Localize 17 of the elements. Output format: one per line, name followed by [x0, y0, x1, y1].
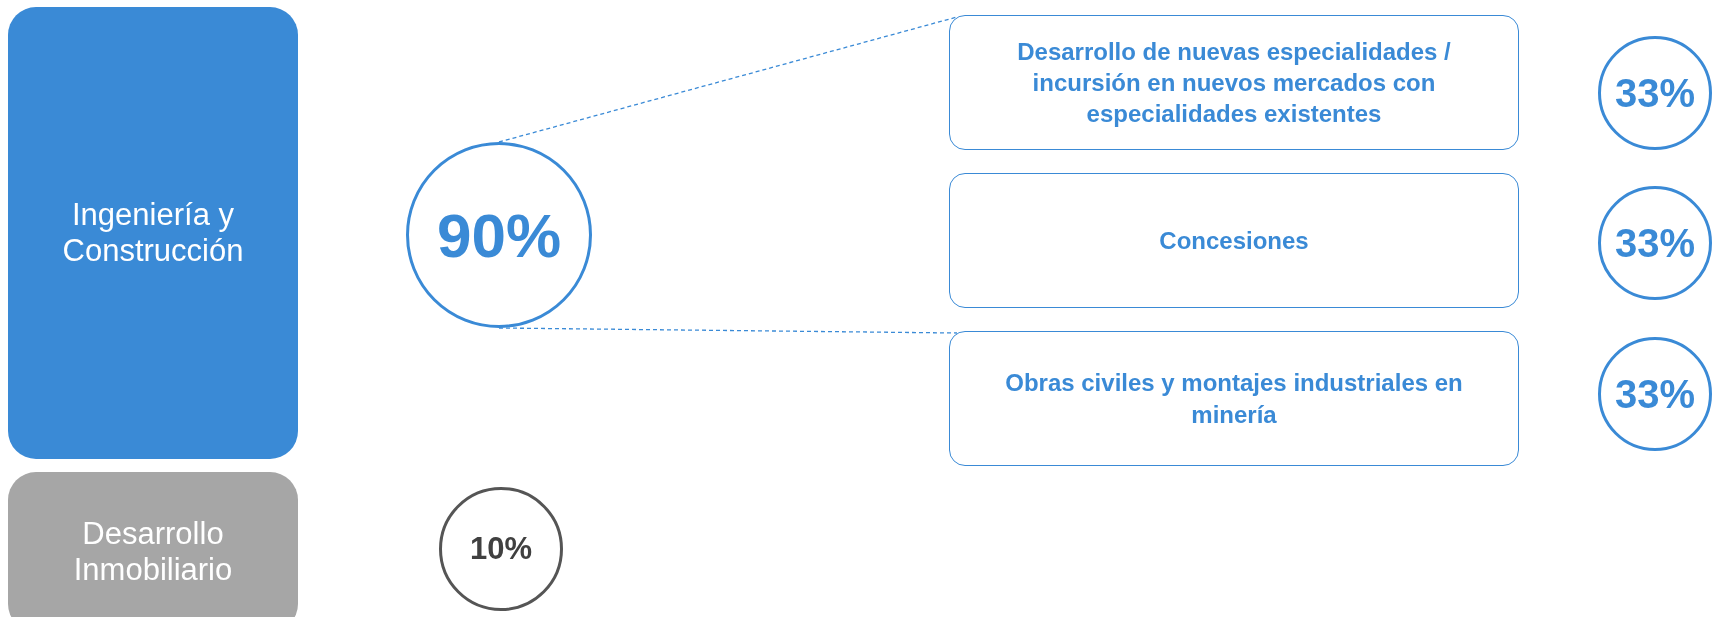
segment-box [949, 331, 1519, 466]
category-label: Ingeniería y Construcción [61, 197, 245, 269]
percent-label: 10% [469, 531, 532, 567]
dashed-line [498, 327, 958, 334]
category-label: Desarrollo Inmobiliario [72, 516, 234, 588]
dashed-line [498, 16, 958, 143]
percent-label: 33% [1614, 220, 1696, 266]
percent-label: 90% [436, 199, 562, 271]
segment-label: Concesiones [1159, 225, 1309, 256]
segment-label: Obras civiles y montajes industriales en minería [1004, 368, 1464, 430]
segment-box [949, 173, 1519, 308]
percent-label: 33% [1614, 70, 1696, 116]
segment-box [949, 15, 1519, 150]
segment-label: Desarrollo de nuevas especialidades / incursión en nuevos mercados con especialidades existentes [1016, 36, 1452, 130]
percent-label: 33% [1614, 371, 1696, 417]
category-box [8, 472, 298, 617]
category-box [8, 7, 298, 459]
